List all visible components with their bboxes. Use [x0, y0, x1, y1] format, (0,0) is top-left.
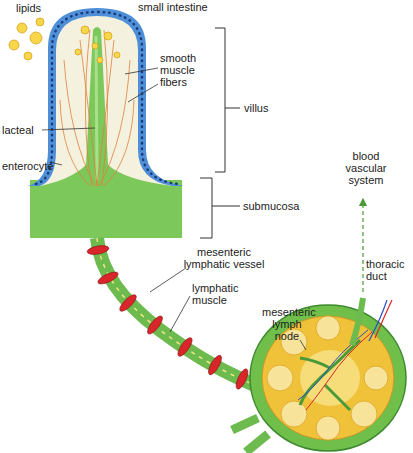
lacteal-tube: [40, 27, 172, 186]
afferent-vessels: [232, 418, 268, 452]
part-label: lipids: [16, 2, 41, 14]
part-label: smooth muscle fibers: [160, 52, 208, 88]
villus-shape: [28, 8, 184, 186]
part-label: villus: [244, 102, 268, 114]
part-label: lacteal: [2, 124, 34, 136]
submucosa-block: [30, 180, 182, 238]
part-label: enterocyte: [2, 160, 53, 172]
part-label: lymphatic muscle: [192, 282, 250, 306]
part-label: mesenteric lymph node: [262, 306, 312, 342]
part-label: blood vascular system: [340, 150, 392, 186]
lymph-node: [250, 305, 406, 451]
lipid-droplets: [9, 18, 120, 63]
part-label: small intestine: [138, 1, 208, 13]
brackets: [200, 28, 240, 238]
part-label: mesenteric lymphatic vessel: [176, 246, 272, 270]
part-label: submucosa: [243, 200, 299, 212]
part-label: thoracic duct: [366, 258, 412, 282]
muscle-fibers: [60, 30, 134, 186]
